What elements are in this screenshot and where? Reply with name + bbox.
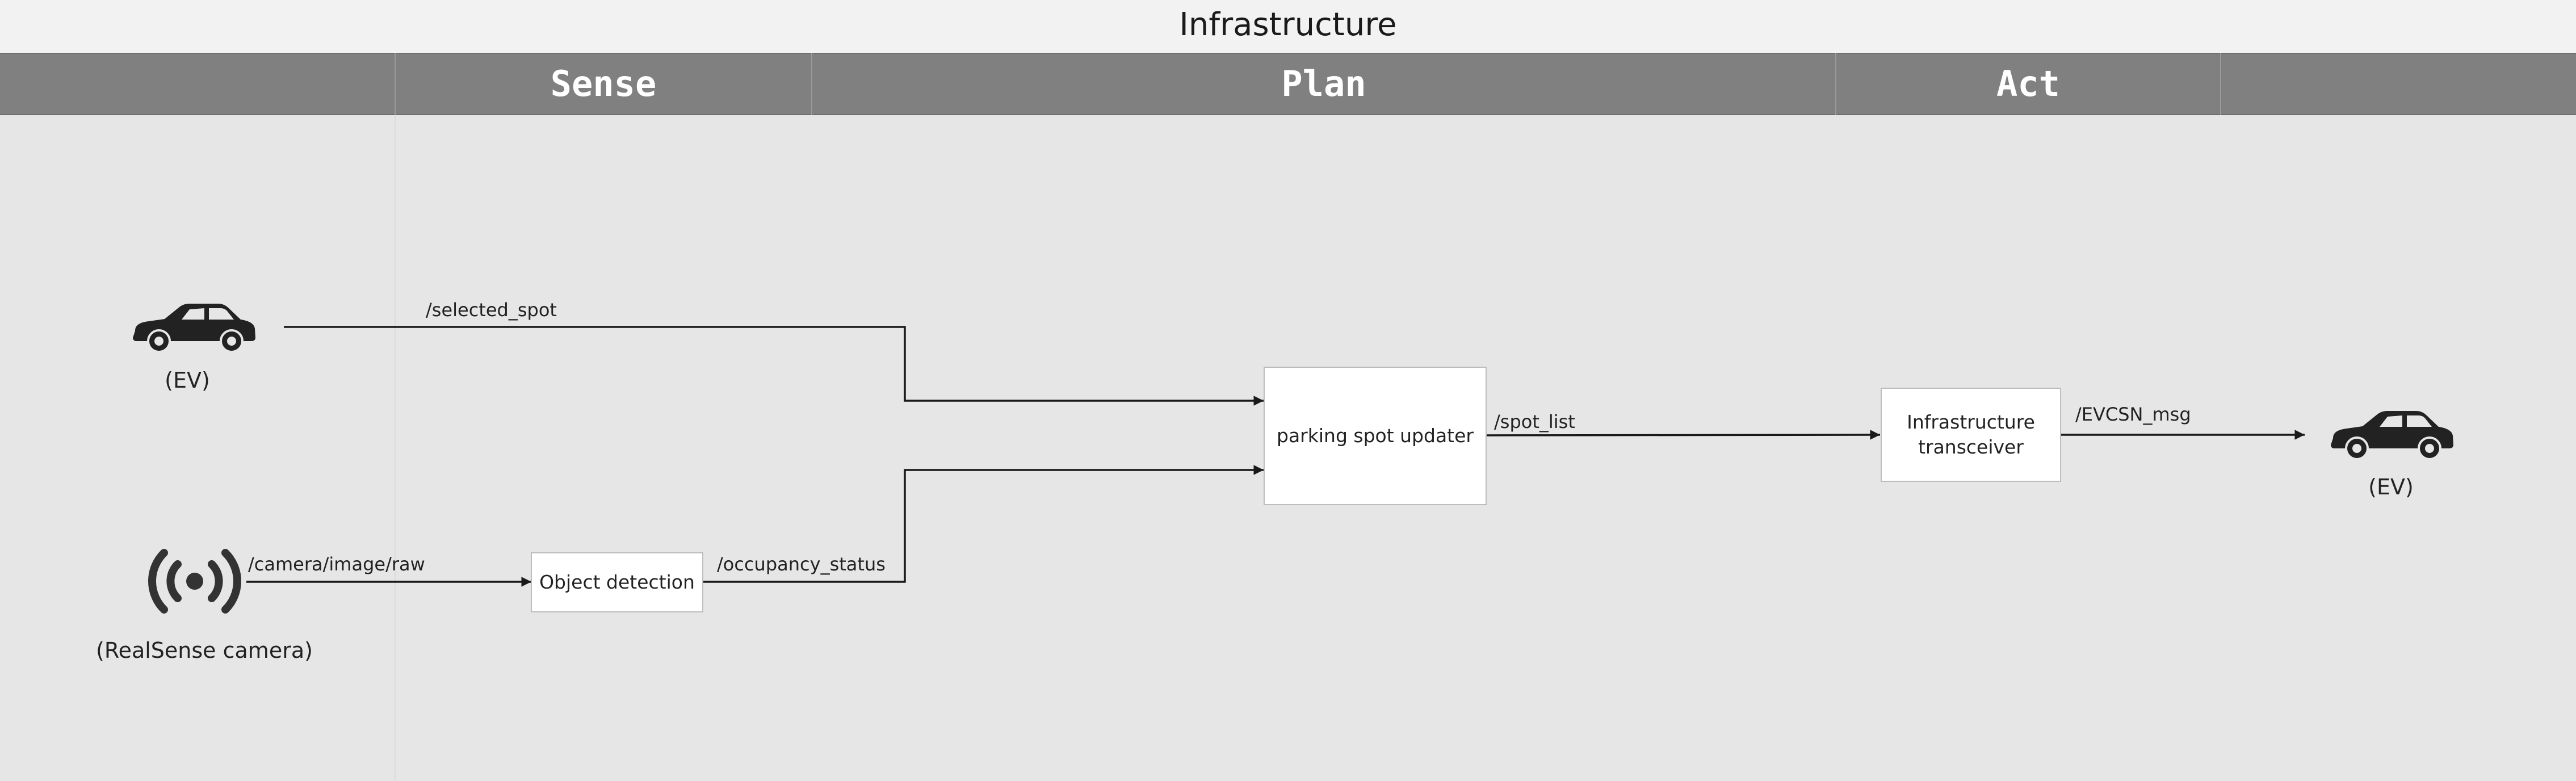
car-icon [2331,411,2453,460]
column-header-sense: Sense [550,63,657,104]
infrastructure-transceiver-node[interactable]: Infrastructure transceiver [1881,388,2061,482]
object-detection-node[interactable]: Object detection [531,552,703,612]
edge-occupancy-status [703,465,1264,583]
lane-divider [395,115,396,781]
column-divider [1835,53,1836,115]
car-icon [133,304,255,352]
column-header-plan: Plan [1281,63,1366,104]
edge-selected-spot [284,326,1264,406]
column-divider [395,53,396,115]
edge-label-evcsn-msg: /EVCSN_msg [2075,404,2191,425]
broadcast-sensor-icon [148,549,242,614]
edge-label-selected-spot: /selected_spot [426,299,557,321]
parking-spot-updater-node[interactable]: parking spot updater [1264,367,1487,505]
column-divider [811,53,812,115]
infrastructure-transceiver-label: Infrastructure transceiver [1907,411,2035,458]
column-divider [2220,53,2221,115]
parking-spot-updater-label: parking spot updater [1277,425,1474,447]
edge-label-occupancy-status: /occupancy_status [717,553,886,575]
object-detection-label: Object detection [539,571,695,593]
diagram-title: Infrastructure [1179,6,1397,43]
ev-source-caption: (EV) [165,368,210,393]
edge-label-camera-raw: /camera/image/raw [248,553,425,575]
column-header-act: Act [1996,63,2060,104]
title-bar [0,0,2576,53]
column-header-band [0,53,2576,115]
edge-label-spot-list: /spot_list [1494,411,1575,433]
ev-target-caption: (EV) [2368,475,2414,499]
camera-caption: (RealSense camera) [96,638,313,663]
